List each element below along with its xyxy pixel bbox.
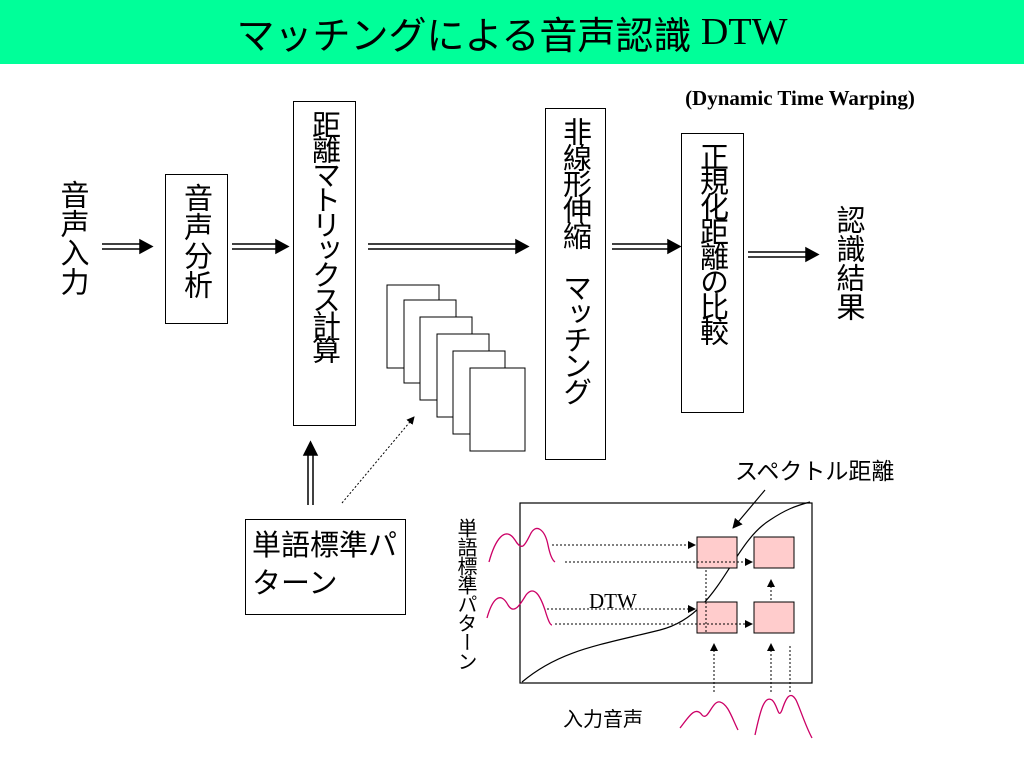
box-word-template: 単語標準パターン [245,519,406,615]
arrow-input-to-analysis [102,238,154,255]
input-waveform-left [679,701,739,731]
label-recognition-result: 認識結果 [832,205,866,321]
dtw-plot-frame [519,502,813,684]
template-waveform-top [488,527,556,563]
arrow-matrix-to-matching [368,238,530,255]
box-nonlinear-matching-label: 非線形伸縮 マッチング [558,117,593,403]
matrix-stack [386,284,526,452]
dtw-cell-top-right [753,536,795,569]
label-word-template-axis: 単語標準パターン [454,518,478,670]
dtw-cell-top-left [696,536,738,569]
label-voice-input: 音声入力 [56,180,90,296]
box-voice-analysis: 音声分析 [165,174,228,324]
title-bar: マッチングによる音声認識 DTW [0,0,1024,64]
template-waveform-bottom [486,590,553,626]
dtw-inset [519,501,813,692]
subtitle: (Dynamic Time Warping) [685,86,915,110]
label-dtw: DTW [589,589,637,613]
box-voice-analysis-label: 音声分析 [179,183,214,299]
page-title: マッチングによる音声認識 [236,13,692,58]
box-word-template-label: 単語標準パターン [252,528,398,600]
dotted-arrow-template-to-stack [341,416,415,504]
dtw-cell-bottom-left [696,601,738,634]
page-title-latin: DTW [700,11,788,53]
arrow-template-to-matrix [302,440,319,505]
box-normalized-distance: 正規化距離の比較 [681,133,744,413]
box-normalized-distance-label: 正規化距離の比較 [695,142,730,342]
dtw-cell-bottom-right [753,601,795,634]
label-spectral-distance: スペクトル距離 [735,459,895,485]
arrow-analysis-to-matrix [232,238,290,255]
box-nonlinear-matching: 非線形伸縮 マッチング [545,108,606,460]
arrow-matching-to-normalize [612,238,682,255]
arrow-normalize-to-result [748,246,820,263]
box-distance-matrix-label: 距離マトリックス計算 [307,110,342,360]
box-distance-matrix: 距離マトリックス計算 [293,101,356,426]
arrow-spectral-to-cell [732,489,766,529]
input-waveform-right [754,694,813,739]
label-input-voice: 入力音声 [563,707,643,731]
